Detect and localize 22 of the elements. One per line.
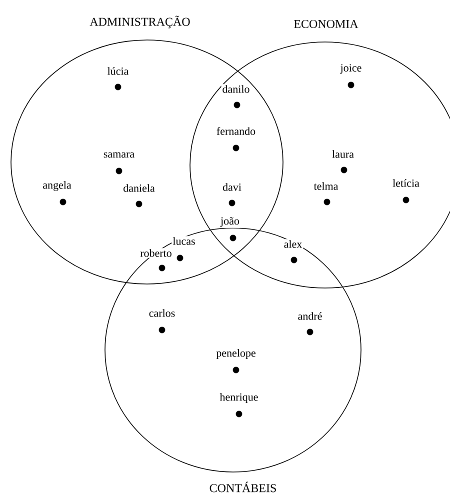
set-title: ADMINISTRAÇÃO	[90, 16, 190, 28]
name-label: danilo	[221, 84, 251, 94]
name-label: samara	[102, 151, 136, 159]
name-label: fernando	[215, 126, 257, 136]
name-label: angela	[42, 180, 72, 192]
name-label: joão	[220, 216, 240, 228]
name-label: carlos	[148, 308, 176, 318]
name-label: laura	[331, 149, 355, 159]
name-label: lúcia	[106, 66, 130, 76]
name-label: joice	[339, 63, 363, 75]
set-title: ECONOMIA	[294, 20, 358, 28]
name-label: andré	[296, 311, 324, 321]
name-label: daniela	[122, 183, 156, 193]
name-label: henrique	[218, 392, 260, 404]
name-label: letícia	[392, 178, 420, 188]
name-label: roberto	[139, 248, 173, 258]
name-label: telma	[312, 181, 340, 191]
set-title: CONTÁBEIS	[210, 482, 276, 492]
name-label: penelope	[215, 348, 257, 360]
name-label: alex	[282, 239, 304, 249]
name-label: lucas	[172, 236, 196, 246]
name-label: davi	[222, 182, 242, 192]
